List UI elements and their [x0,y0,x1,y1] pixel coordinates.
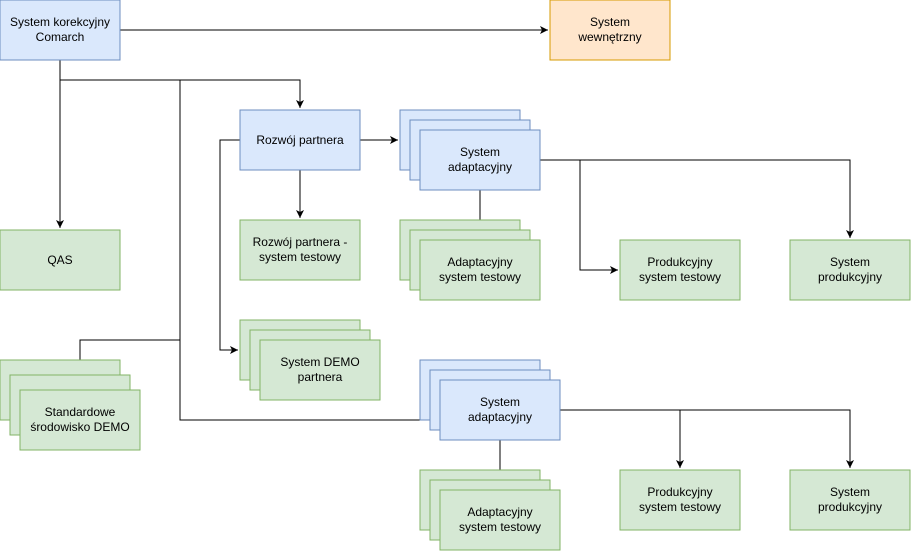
edge-adapt1-to-prod1 [580,159,854,238]
svg-text:QAS: QAS [47,253,72,267]
node-rozwoj-partnera: Rozwój partnera [239,109,361,171]
edge-comarch-to-rozwoj [60,79,304,108]
svg-text:Rozwój partnera -system testow: Rozwój partnera -system testowy [253,235,348,264]
edge-adapt1-to-prod-test1 [540,159,618,274]
node-rozwoj-partnera-test: Rozwój partnera -system testowy [239,219,361,281]
edge-adapt2-to-prod-test2 [560,409,684,468]
edge-rozwoj-to-demo-partnera [219,139,240,354]
node-qas: QAS [0,229,121,291]
edge-trunk-to-adapt2 [179,340,438,424]
edge-adapt2-to-prod2 [680,409,854,468]
connectors [56,26,854,488]
svg-text:Rozwój partnera: Rozwój partnera [256,133,344,147]
